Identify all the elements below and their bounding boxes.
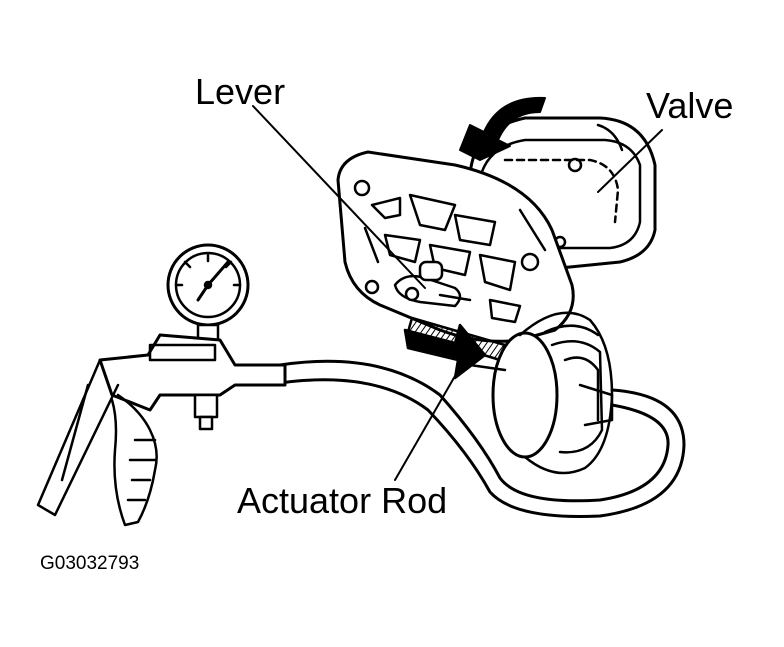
- vacuum-actuator: [468, 311, 614, 475]
- leader-lines: [252, 105, 663, 481]
- actuator-rod-label: Actuator Rod: [237, 480, 448, 521]
- valve-leader-line: [597, 129, 663, 193]
- lever-leader-line: [252, 105, 426, 289]
- actuator-rod: [403, 316, 507, 380]
- figure-code: G03032793: [40, 553, 140, 574]
- lever-label: Lever: [195, 71, 286, 112]
- valve-label: Valve: [646, 85, 734, 126]
- vacuum-hose: [278, 359, 686, 518]
- rotation-arrow: [459, 96, 546, 161]
- hand-vacuum-pump: [36, 243, 287, 527]
- actuator-rod-leader-line: [394, 349, 471, 481]
- throttle-housing: [336, 150, 575, 343]
- lever-assembly: [393, 260, 472, 308]
- valve-body: [468, 116, 657, 270]
